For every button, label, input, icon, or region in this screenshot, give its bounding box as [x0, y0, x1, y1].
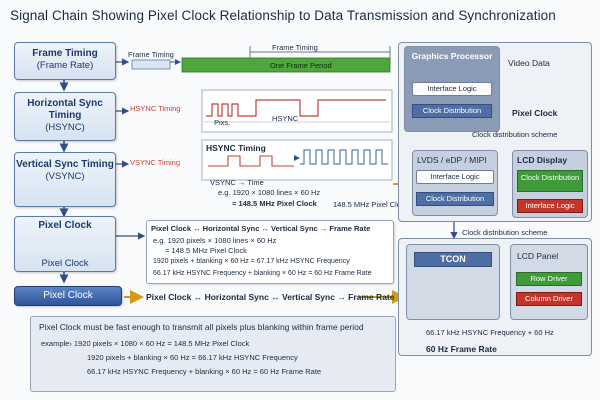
one-frame-period-bar [181, 57, 391, 73]
tcon-label: TCON [414, 252, 492, 267]
one-frame-period-label: One Frame Period [270, 61, 332, 70]
pixel-clock-bottom-box: Pixel Clock [14, 286, 122, 306]
explanation-line-3: 1920 pixels + blanking × 60 Hz = 67.17 k… [153, 258, 350, 265]
frame-timing-mini-bar [131, 59, 171, 70]
hsync-signal-frame [201, 89, 393, 133]
gpu-clock-distribution-box: Clock Distribution [412, 104, 492, 118]
vsync-eg-line: e.g. 1920 × 1080 lines × 60 Hz [218, 188, 321, 197]
frame-rate-label: (Frame Rate) [36, 60, 94, 71]
vsync-eq-right: 148.5 MHz Pixel Clock [333, 200, 409, 209]
gpu-interface-logic-box: Interface Logic [412, 82, 492, 96]
hsync-signal-label: HSYNC Timing [130, 104, 180, 113]
bottom-example-1: example› 1920 pixels × 1080 × 60 Hz = 14… [41, 339, 250, 348]
row-driver-box: Row Driver [516, 272, 582, 286]
pixel-clock-explanation-panel: Pixel Clock ↔ Horizontal Sync ↔ Vertical… [146, 220, 394, 284]
vsync-eq-line: = 148.5 MHz Pixel Clock [232, 199, 317, 208]
explanation-line-4: 66.17 kHz HSYNC Frequency + blanking × 6… [153, 270, 372, 277]
pixel-clock-right-label: Pixel Clock [512, 108, 558, 118]
hsync-frequency-label: 66.17 kHz HSYNC Frequency + 60 Hz [426, 328, 554, 337]
hsync-tag: HSYNC [272, 114, 299, 123]
bottom-explanation-panel: Pixel Clock must be fast enough to trans… [30, 316, 396, 392]
frame-timing-signal-label: Frame Timing [128, 50, 174, 59]
vsync-time-label: VSYNC → Time [210, 178, 264, 187]
bottom-example-2: 1920 pixels + blanking × 60 Hz = 66.17 k… [87, 353, 298, 362]
hsync-timing-box: Horizontal Sync Timing (HSYNC) [14, 92, 116, 141]
bottom-example-3: 66.17 kHz HSYNC Frequency + blanking × 6… [87, 367, 322, 376]
explanation-chain: Pixel Clock ↔ Horizontal Sync ↔ Vertical… [151, 224, 371, 233]
video-data-label: Video Data [508, 58, 550, 68]
pixel-clock-sub-label: Pixel Clock [41, 258, 89, 269]
lvds-label: LVDS / eDP / MIPI [417, 155, 487, 165]
bottom-statement: Pixel Clock must be fast enough to trans… [39, 322, 364, 332]
vsync-signal-label: VSYNC Timing [130, 158, 180, 167]
vsync-sub-label: (VSYNC) [45, 171, 85, 182]
frame-timing-box: Frame Timing (Frame Rate) [14, 42, 116, 80]
column-driver-box: Column Driver [516, 292, 582, 306]
vsync-waveform-blue [300, 149, 388, 165]
bottom-chain-text: Pixel Clock ↔ Horizontal Sync ↔ Vertical… [146, 292, 395, 302]
lcd-clock-distribution-box: Clock Distribution [517, 170, 583, 192]
explanation-line-2: = 148.5 MHz Pixel Clock [165, 246, 247, 255]
lcd-panel-label: LCD Panel [517, 251, 559, 261]
vsync-timing-label: Vertical Sync Timing [16, 159, 114, 170]
hsync-timing-label: Horizontal Sync Timing [27, 98, 103, 121]
vsync-signal-label-text: VSYNC Timing [130, 158, 181, 167]
vsync-waveform-red [208, 155, 294, 167]
graphics-processor-label: Graphics Processor [411, 51, 493, 61]
clock-scheme-label-2: Clock distribution scheme [462, 228, 548, 237]
pixel-clock-box: Pixel Clock Pixel Clock [14, 216, 116, 272]
lcd-display-label: LCD Display [517, 155, 568, 165]
pixel-clock-label: Pixel Clock [38, 220, 92, 231]
diagram-title: Signal Chain Showing Pixel Clock Relatio… [10, 8, 556, 23]
frame-rate-label-right: 60 Hz Frame Rate [426, 344, 497, 354]
lcd-interface-logic-box: Interface Logic [517, 199, 583, 213]
hsync-signal-label-text: HSYNC Timing [130, 104, 181, 113]
hsync-timing-detail-label: HSYNC Timing [206, 143, 266, 153]
frame-timing-top-label: Frame Timing [272, 43, 318, 52]
pixels-tag: Pixs. [214, 118, 231, 127]
clock-scheme-label-1: Clock distribution scheme [472, 130, 558, 139]
vsync-timing-box: Vertical Sync Timing (VSYNC) [14, 152, 116, 207]
lvds-interface-logic-box: Interface Logic [416, 170, 494, 184]
lvds-clock-distribution-box: Clock Distribution [416, 192, 494, 206]
pixel-clock-bottom-label: Pixel Clock [43, 290, 93, 301]
hsync-waveform [206, 99, 386, 117]
frame-timing-label: Frame Timing [32, 48, 98, 59]
hsync-sub-label: (HSYNC) [45, 122, 85, 133]
explanation-line-1: e.g. 1920 pixels × 1080 lines × 60 Hz [153, 236, 277, 245]
